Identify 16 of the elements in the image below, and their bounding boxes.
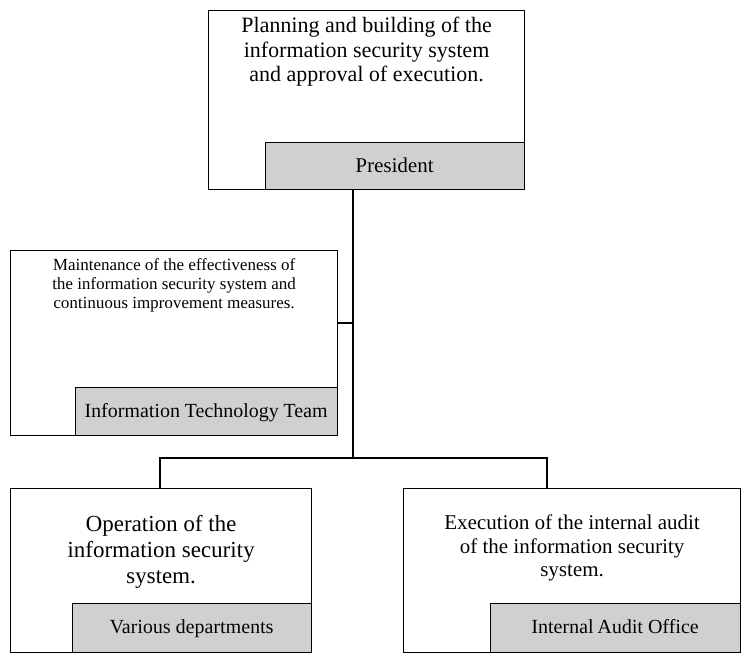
description-box xyxy=(10,488,312,653)
role-box xyxy=(490,602,740,652)
description-box xyxy=(403,488,741,653)
responsibility-text: Maintenance of the effectiveness of the information security system and continuous improvement measures. xyxy=(51,255,297,312)
role-name: President xyxy=(355,154,434,178)
role-box xyxy=(74,386,338,436)
responsibility-text: Operation of the information security system. xyxy=(66,511,256,588)
role-name: Various departments xyxy=(110,616,274,639)
role-name: Information Technology Team xyxy=(84,400,328,422)
role-box xyxy=(72,602,312,652)
role-box xyxy=(264,142,524,190)
responsibility-text: Planning and building of the information security system and approval of execution. xyxy=(240,13,493,87)
description-box xyxy=(208,10,525,190)
role-name: Internal Audit Office xyxy=(531,616,699,639)
description-box xyxy=(10,250,338,436)
responsibility-text: Execution of the internal audit of the information security system. xyxy=(443,511,701,582)
